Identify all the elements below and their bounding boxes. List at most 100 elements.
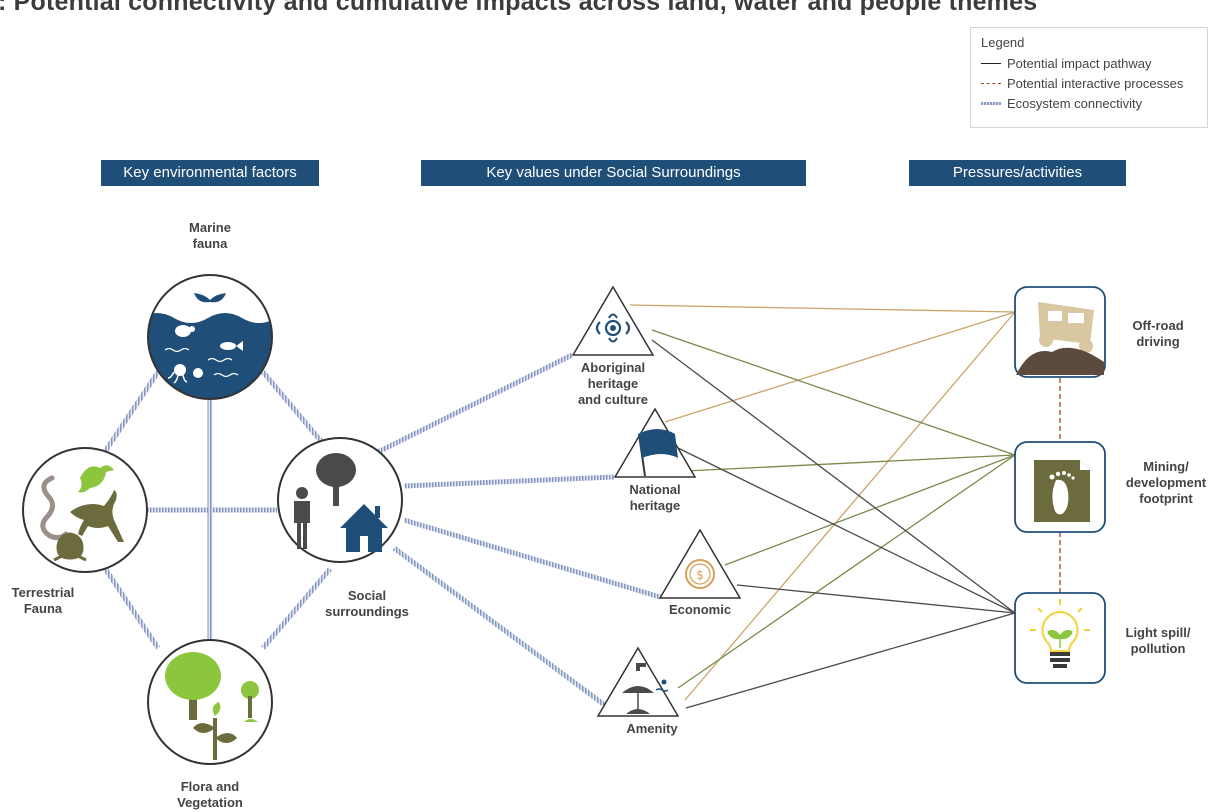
whale-tail-icon — [194, 293, 226, 312]
path-national-offroad — [664, 311, 1016, 423]
path-aboriginal-offroad — [629, 304, 1016, 313]
octopus-icon — [167, 364, 188, 384]
eco-link-marine-social — [261, 370, 332, 454]
economic-node: $ — [658, 528, 742, 599]
path-aboriginal-mining — [651, 329, 1016, 456]
path-amenity-mining — [677, 454, 1016, 689]
diagram-title: : Potential connectivity and cumulative … — [0, 0, 1038, 16]
social-surroundings-node — [277, 437, 403, 563]
header-pressures: Pressures/activities — [909, 160, 1126, 186]
impact-pathways — [629, 304, 1016, 709]
header-values: Key values under Social Surroundings — [421, 160, 806, 186]
eco-link-terrestrial-flora — [101, 565, 161, 650]
label-light-spill: Light spill/pollution — [1126, 625, 1191, 656]
label-line: driving — [1136, 334, 1179, 349]
label-line: Social — [348, 588, 386, 603]
coin-icon: $ — [685, 559, 715, 589]
legend-item-ecosystem: Ecosystem connectivity — [981, 93, 1197, 113]
ecosystem-links — [101, 352, 661, 715]
snake-icon — [40, 475, 69, 541]
kangaroo-icon — [70, 490, 124, 542]
dashed-line-swatch — [981, 82, 1001, 84]
path-aboriginal-light — [651, 339, 1016, 614]
light-spill-node — [1014, 592, 1106, 684]
aboriginal-symbol-icon — [595, 313, 631, 343]
label-line: and culture — [578, 392, 648, 407]
shell-icon — [193, 368, 203, 378]
turtle-icon — [175, 325, 195, 337]
lightbulb-icon — [1030, 599, 1090, 668]
label-line: Economic — [669, 602, 731, 617]
label-line: Fauna — [24, 601, 63, 616]
label-line: Aboriginal — [581, 360, 645, 375]
eco-link-social-national — [403, 474, 615, 489]
solid-line-swatch — [981, 62, 1001, 64]
mining-footprint-node — [1014, 441, 1106, 533]
path-economic-light — [736, 584, 1016, 614]
offroad-driving-node — [1014, 286, 1106, 378]
tree-icon — [165, 652, 221, 720]
legend-item-interactive: Potential interactive processes — [981, 73, 1197, 93]
legend: Legend Potential impact pathway Potentia… — [970, 27, 1208, 128]
legend-title: Legend — [981, 35, 1025, 50]
legend-label-ecosystem: Ecosystem connectivity — [1007, 95, 1143, 111]
eco-link-social-amenity — [392, 545, 616, 715]
path-national-mining — [664, 454, 1016, 473]
path-economic-mining — [724, 454, 1016, 566]
frog-icon — [53, 532, 87, 562]
label-line: heritage — [630, 498, 681, 513]
flag-icon — [638, 429, 678, 477]
label-line: Light spill/ — [1126, 625, 1191, 640]
wave-icon — [164, 347, 239, 378]
path-national-light — [677, 447, 1016, 614]
label-line: Flora and — [181, 779, 240, 794]
label-line: Terrestrial — [12, 585, 75, 600]
legend-item-impact: Potential impact pathway — [981, 53, 1197, 73]
path-amenity-offroad — [684, 311, 1016, 701]
label-line: fauna — [193, 236, 228, 251]
national-heritage-node — [613, 407, 697, 478]
amenity-node — [596, 646, 680, 717]
bird-icon — [78, 465, 114, 493]
svg-text:$: $ — [696, 568, 704, 582]
label-line: footprint — [1139, 491, 1193, 506]
legend-label-interactive: Potential interactive processes — [1007, 75, 1184, 91]
legend-label-impact: Potential impact pathway — [1007, 55, 1152, 71]
path-amenity-light — [685, 612, 1016, 709]
vehicle-icon — [1038, 302, 1094, 353]
label-line: National — [629, 482, 680, 497]
label-line: Mining/ — [1143, 459, 1189, 474]
eco-link-social-aboriginal — [374, 352, 574, 456]
label-line: Amenity — [626, 721, 678, 736]
header-factors: Key environmental factors — [101, 160, 319, 186]
label-economic: Economic — [669, 602, 731, 617]
aboriginal-heritage-node — [571, 285, 655, 356]
flower-icon — [241, 681, 259, 722]
eco-link-social-flora — [261, 567, 332, 650]
mound-icon — [1016, 347, 1104, 375]
house-icon — [340, 504, 388, 552]
marine-fauna-node — [147, 274, 273, 400]
label-line: Marine — [189, 220, 231, 235]
terrestrial-fauna-node — [22, 447, 148, 573]
footprint-icon — [1034, 460, 1090, 522]
plant-icon — [193, 702, 237, 760]
label-line: heritage — [588, 376, 639, 391]
label-line: Off-road — [1132, 318, 1183, 333]
eco-link-marine-terrestrial — [101, 370, 161, 455]
eco-link-social-economic — [403, 517, 661, 600]
label-line: surroundings — [325, 604, 409, 619]
label-line: Vegetation — [177, 795, 243, 810]
label-line: development — [1126, 475, 1207, 490]
hatched-line-swatch — [981, 101, 1001, 105]
label-line: pollution — [1131, 641, 1186, 656]
social-tree-icon — [316, 453, 356, 506]
label-amenity: Amenity — [626, 721, 678, 736]
